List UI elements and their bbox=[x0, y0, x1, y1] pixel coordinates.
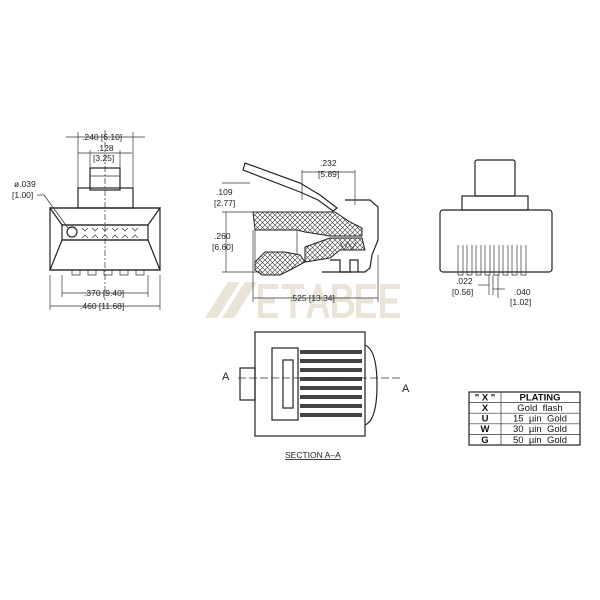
table-cell-plating: 15 µin Gold bbox=[513, 414, 567, 425]
table-row: U 15 µin Gold bbox=[482, 414, 567, 425]
dim-hole-mm: [1.00] bbox=[12, 190, 33, 200]
dim-height: .260 bbox=[214, 231, 231, 241]
section-view: A A SECTION A–A bbox=[222, 331, 410, 460]
dim-hole: ø.039 bbox=[14, 179, 36, 189]
section-label-left: A bbox=[222, 371, 230, 383]
table-header-x: " X " bbox=[475, 393, 496, 404]
dim-latch: .232 bbox=[320, 158, 337, 168]
section-label-right: A bbox=[402, 383, 410, 395]
dim-pin-mm: [0.56] bbox=[452, 287, 473, 297]
table-row: X Gold flash bbox=[482, 403, 563, 414]
dim-tab-mm: [3.25] bbox=[93, 153, 114, 163]
dim-tab: .128 bbox=[97, 143, 114, 153]
table-header-plating: PLATING bbox=[520, 393, 561, 404]
side-view: .232 [5.89] .109 [2.77] .260 [6.60] .525… bbox=[212, 158, 379, 303]
dim-top-mm: [2.77] bbox=[214, 198, 235, 208]
dim-pitch-mm: [1.02] bbox=[510, 297, 531, 307]
table-cell-plating: 50 µin Gold bbox=[513, 435, 567, 446]
dim-width-top: .240 [6.10] bbox=[82, 132, 122, 142]
front-view: .240 [6.10] .128 [3.25] ø.039 [1.00] .37… bbox=[12, 130, 162, 311]
table-cell-code: W bbox=[481, 424, 490, 435]
dim-top: .109 bbox=[216, 187, 233, 197]
dim-pitch: .040 bbox=[514, 287, 531, 297]
table-row: G 50 µin Gold bbox=[481, 435, 567, 446]
dim-inner: .370 [9.40] bbox=[84, 288, 124, 298]
watermark-logo bbox=[205, 282, 400, 318]
table-cell-code: X bbox=[482, 403, 489, 414]
table-cell-plating: 30 µin Gold bbox=[513, 424, 567, 435]
section-caption: SECTION A–A bbox=[285, 450, 341, 460]
dim-height-mm: [6.60] bbox=[212, 242, 233, 252]
table-cell-code: U bbox=[482, 414, 489, 425]
table-cell-code: G bbox=[481, 435, 488, 446]
table-row: W 30 µin Gold bbox=[481, 424, 568, 435]
plating-table: " X " PLATING X Gold flash U 15 µin Gold… bbox=[468, 391, 581, 446]
dim-outer: .460 [11.68] bbox=[80, 301, 124, 311]
table-cell-plating: Gold flash bbox=[517, 403, 562, 414]
dim-latch-mm: [5.89] bbox=[318, 169, 339, 179]
rear-view: .022 [0.56] .040 [1.02] bbox=[439, 159, 553, 307]
dim-pin: .022 bbox=[456, 276, 473, 286]
dim-length: .525 [13.34] bbox=[290, 293, 335, 303]
